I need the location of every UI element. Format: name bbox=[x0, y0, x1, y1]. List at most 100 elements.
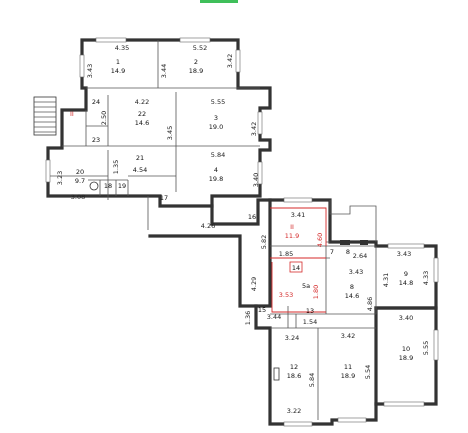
dimension: 3.41 bbox=[291, 211, 305, 219]
dimension: 3.42 bbox=[341, 332, 355, 340]
room-22-area: 14.6 bbox=[135, 119, 149, 127]
room-1-number: 1 bbox=[116, 58, 120, 66]
top-marker bbox=[200, 0, 238, 3]
room-24-number: 24 bbox=[92, 98, 100, 106]
room-II-area: 11.9 bbox=[285, 232, 299, 240]
room-14-box bbox=[289, 261, 303, 273]
stair-mark: II bbox=[70, 110, 74, 118]
dimension: 2.50 bbox=[100, 111, 108, 125]
dimension: 3.44 bbox=[267, 313, 281, 321]
dimension: 5.55 bbox=[211, 98, 225, 106]
room-21-number: 21 bbox=[136, 154, 144, 162]
dimension: 2.64 bbox=[353, 252, 367, 260]
room-20-area: 9.7 bbox=[75, 177, 85, 185]
window bbox=[95, 37, 127, 43]
room-20-number: 20 bbox=[76, 168, 84, 176]
window bbox=[433, 329, 439, 361]
dimension: 1.80 bbox=[312, 285, 320, 299]
dimension: 3.53 bbox=[279, 291, 293, 299]
wall-outline-west bbox=[46, 38, 272, 208]
room-15-number: 15 bbox=[258, 306, 266, 314]
wall-corridor bbox=[148, 198, 272, 308]
dimension: 3.22 bbox=[287, 407, 301, 415]
window bbox=[433, 257, 439, 283]
dimension: 3.43 bbox=[397, 250, 411, 258]
toilet-icon bbox=[89, 181, 99, 191]
room-10-number: 10 bbox=[402, 345, 410, 353]
dimension: 3.40 bbox=[252, 173, 260, 187]
window bbox=[383, 401, 425, 407]
dimension: 5.55 bbox=[422, 341, 430, 355]
dimension: 3.23 bbox=[56, 171, 64, 185]
window bbox=[283, 197, 313, 203]
window bbox=[387, 243, 425, 249]
dimension: 5.54 bbox=[364, 365, 372, 379]
room-9-number: 9 bbox=[404, 270, 408, 278]
dimension: 4.26 bbox=[201, 222, 215, 230]
room-19-number: 19 bbox=[118, 182, 126, 190]
hatch-mark bbox=[340, 240, 350, 245]
fixture bbox=[273, 367, 280, 381]
room-1-area: 14.9 bbox=[111, 67, 125, 75]
room-22-number: 22 bbox=[138, 110, 146, 118]
room-4-area: 19.8 bbox=[209, 175, 223, 183]
room-8-top-number: 8 bbox=[346, 248, 350, 256]
room-9-area: 14.8 bbox=[399, 279, 413, 287]
hatch-mark bbox=[360, 240, 368, 245]
room-21-area: 4.54 bbox=[133, 166, 147, 174]
window bbox=[179, 37, 211, 43]
room-11-area: 18.9 bbox=[341, 372, 355, 380]
dimension: 4.86 bbox=[366, 297, 374, 311]
window bbox=[45, 159, 51, 183]
dimension: 3.42 bbox=[226, 54, 234, 68]
room-4-number: 4 bbox=[214, 166, 218, 174]
dimension: 4.29 bbox=[250, 277, 258, 291]
room-17-number: 17 bbox=[160, 194, 168, 202]
dimension: 1.35 bbox=[112, 160, 120, 174]
dimension: 5.52 bbox=[193, 44, 207, 52]
window bbox=[257, 111, 263, 135]
room-8-number: 8 bbox=[350, 283, 354, 291]
dimension: 4.33 bbox=[422, 271, 430, 285]
window bbox=[283, 421, 313, 427]
room-3-number: 3 bbox=[214, 114, 218, 122]
dimension: 5.82 bbox=[260, 235, 268, 249]
dimension: 1.54 bbox=[303, 318, 317, 326]
stair-west bbox=[33, 96, 57, 136]
wall-west-internal bbox=[48, 40, 260, 230]
room-13-number: 13 bbox=[306, 307, 314, 315]
room-5a-number: 5a bbox=[302, 282, 310, 290]
dimension: 3.45 bbox=[166, 126, 174, 140]
room-II-number: II bbox=[290, 223, 294, 231]
dimension: 5.84 bbox=[211, 151, 225, 159]
room-2-area: 18.9 bbox=[189, 67, 203, 75]
red-zone-outline bbox=[270, 207, 327, 313]
window bbox=[235, 49, 241, 73]
room-12-area: 18.6 bbox=[287, 372, 301, 380]
room-3-area: 19.0 bbox=[209, 123, 223, 131]
dimension: 4.60 bbox=[316, 233, 324, 247]
dimension: 3.40 bbox=[399, 314, 413, 322]
room-18-number: 18 bbox=[104, 182, 112, 190]
dimension: 3.08 bbox=[71, 193, 85, 201]
dimension: 1.36 bbox=[244, 311, 252, 325]
room-16-number: 16 bbox=[248, 213, 256, 221]
room-11-number: 11 bbox=[344, 363, 352, 371]
dimension: 4.22 bbox=[135, 98, 149, 106]
dimension: 3.24 bbox=[285, 334, 299, 342]
room-8-area: 14.6 bbox=[345, 292, 359, 300]
window bbox=[337, 417, 367, 423]
window bbox=[79, 54, 85, 78]
dimension: 3.43 bbox=[86, 64, 94, 78]
dimension: 1.85 bbox=[279, 250, 293, 258]
room-14-number: 14 bbox=[292, 264, 300, 272]
dimension: 3.42 bbox=[250, 122, 258, 136]
room-23-number: 23 bbox=[92, 136, 100, 144]
dimension: 4.35 bbox=[115, 44, 129, 52]
room-7-number: 7 bbox=[330, 248, 334, 256]
dimension: 4.31 bbox=[382, 273, 390, 287]
dimension: 3.44 bbox=[160, 64, 168, 78]
dimension: 5.84 bbox=[308, 373, 316, 387]
room-12-number: 12 bbox=[290, 363, 298, 371]
window bbox=[257, 161, 263, 185]
